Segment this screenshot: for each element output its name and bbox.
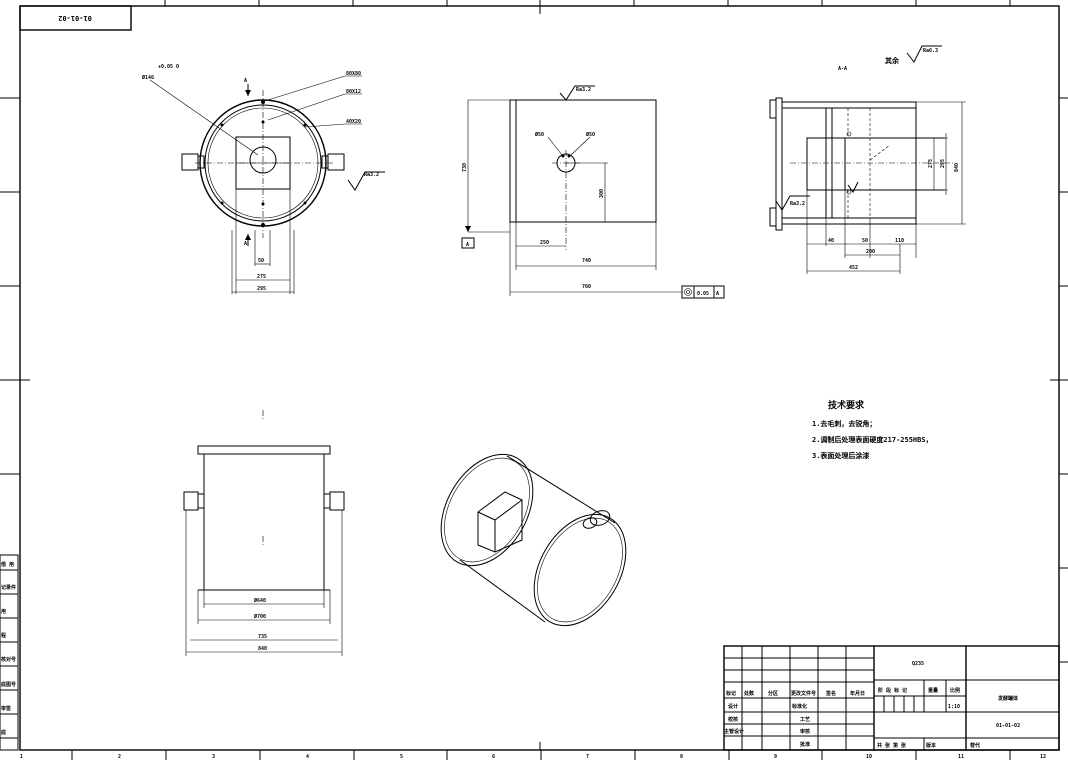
dim-value: 295 <box>940 159 946 168</box>
drawing-code-rotated: 01-01-02 <box>58 14 92 22</box>
tb-version: 版本 <box>926 742 937 749</box>
section-name: A-A <box>838 66 847 72</box>
title-block: 标记 处数 分区 更改文件号 签名 年月日 设计 校核 主管设计 标准化 工艺 … <box>723 645 1060 751</box>
dim-value: 275 <box>928 159 934 168</box>
tb-row: 标准化 <box>791 703 807 710</box>
zone-number: 1 <box>20 754 23 760</box>
strip-label: 底图号 <box>0 681 16 688</box>
dim-label: 80X12 <box>346 89 361 95</box>
material: Q235 <box>912 661 924 667</box>
zone-number: 3 <box>212 754 215 760</box>
tb-stage: 阶 段 标 记 <box>878 687 907 694</box>
dim-diameter: Ø640 <box>253 597 266 604</box>
dim-value: 840 <box>258 646 267 652</box>
tech-title: 技术要求 <box>828 399 865 411</box>
top-view: A A +0.05 0 Ø146 80X80 80X12 40X20 Ra3.2… <box>141 64 385 294</box>
tb-sheets: 共 张 第 张 <box>877 742 907 749</box>
datum-label: A <box>466 242 469 248</box>
dim-diameter: Ø50 <box>534 131 544 138</box>
tb-header: 标记 <box>725 690 736 697</box>
zone-number: 7 <box>586 754 589 760</box>
dim-value: 50 <box>862 238 868 244</box>
tb-row: 工艺 <box>800 716 810 723</box>
zone-number: 6 <box>492 754 495 760</box>
tolerance-value: 0.05 <box>697 291 709 297</box>
zone-number: 2 <box>118 754 121 760</box>
tb-row: 批准 <box>800 741 810 748</box>
dim-value: 300 <box>599 189 605 198</box>
section-view: A-A 其余 Ra6.3 Ra3.2 275 295 <box>769 45 966 274</box>
tb-weight: 重量 <box>928 687 938 694</box>
roughness: Ra6.3 <box>923 48 938 54</box>
tb-scale-value: 1:10 <box>948 704 960 710</box>
tb-row: 审核 <box>800 728 810 735</box>
tech-line: 3.表面处理后涂漆 <box>812 451 869 460</box>
tb-scale: 比例 <box>950 687 960 694</box>
dim-label: 80X80 <box>346 71 361 77</box>
dim-value: 295 <box>257 286 266 292</box>
dim-value: 740 <box>582 258 591 264</box>
technical-requirements: 技术要求 1.去毛刺，去锐角； 2.调制后处理表面硬度217-255HBS， 3… <box>812 399 933 460</box>
zone-number: 10 <box>866 754 872 760</box>
rest-roughness-label: 其余 <box>885 56 900 65</box>
dim-value: 50 <box>258 258 264 264</box>
dim-diameter: Ø700 <box>253 613 266 620</box>
dim-label: 40X20 <box>346 119 361 125</box>
tb-replace: 替代 <box>970 742 980 749</box>
dim-value: 735 <box>258 634 267 640</box>
section-mark: A <box>244 78 247 84</box>
zone-number: 4 <box>306 754 309 760</box>
dim-value: 452 <box>849 265 858 271</box>
dim-diameter: Ø50 <box>585 131 595 138</box>
dim-value: 760 <box>582 284 591 290</box>
tolerance-datum: A <box>716 291 719 297</box>
tb-header: 处数 <box>743 690 755 697</box>
zone-number: 9 <box>774 754 777 760</box>
dim-value: 250 <box>540 240 549 246</box>
dim-value: 275 <box>257 274 266 280</box>
roughness: Ra3.2 <box>790 201 805 207</box>
strip-label: 核对号 <box>1 656 16 663</box>
tolerance: +0.05 0 <box>158 64 179 70</box>
dim-value: 200 <box>866 249 875 255</box>
strip-label: 记录件 <box>1 584 16 591</box>
zone-number: 5 <box>400 754 403 760</box>
tb-header: 分区 <box>768 690 778 697</box>
zone-number: 8 <box>680 754 683 760</box>
zone-number: 11 <box>958 754 964 760</box>
strip-label: 借 用 <box>0 561 14 568</box>
left-register-strip: 借 用 记录件 用 程 核对号 底图号 审签 底 <box>0 554 19 751</box>
front-view: Ø50 Ø50 Ra3.2 730 A 300 250 740 760 <box>461 85 725 299</box>
tech-line: 2.调制后处理表面硬度217-255HBS， <box>812 435 933 444</box>
part-name: 发酵罐体 <box>997 695 1019 702</box>
roughness: Ra3.2 <box>364 172 379 178</box>
tb-row: 主管设计 <box>724 728 744 735</box>
tb-header: 签名 <box>825 690 836 697</box>
dim-value: 40 <box>828 238 834 244</box>
dim-value: 840 <box>954 163 960 172</box>
strip-label: 审签 <box>1 705 12 712</box>
section-mark: A <box>244 241 247 247</box>
strip-label: 程 <box>0 632 6 639</box>
roughness: Ra3.2 <box>576 87 591 93</box>
tb-row: 校核 <box>728 716 738 723</box>
drawing-code-box: 01-01-02 <box>19 5 132 31</box>
dim-value: 110 <box>895 238 904 244</box>
zone-number: 12 <box>1040 754 1046 760</box>
dim-diameter: Ø146 <box>141 74 154 81</box>
drawing-no: 01-01-02 <box>996 723 1020 729</box>
tb-header: 年月日 <box>850 690 865 697</box>
dim-value: 730 <box>462 163 468 172</box>
tb-row: 设计 <box>728 703 738 710</box>
strip-label: 用 <box>0 608 6 615</box>
zone-numbers: 1 2 3 4 5 6 7 8 9 10 11 12 <box>20 754 1046 760</box>
tech-line: 1.去毛刺，去锐角； <box>812 419 876 428</box>
tb-header: 更改文件号 <box>791 690 816 697</box>
strip-label: 底 <box>0 729 6 736</box>
isometric-view <box>440 453 627 627</box>
side-view: Ø640 Ø700 735 840 <box>183 410 345 656</box>
